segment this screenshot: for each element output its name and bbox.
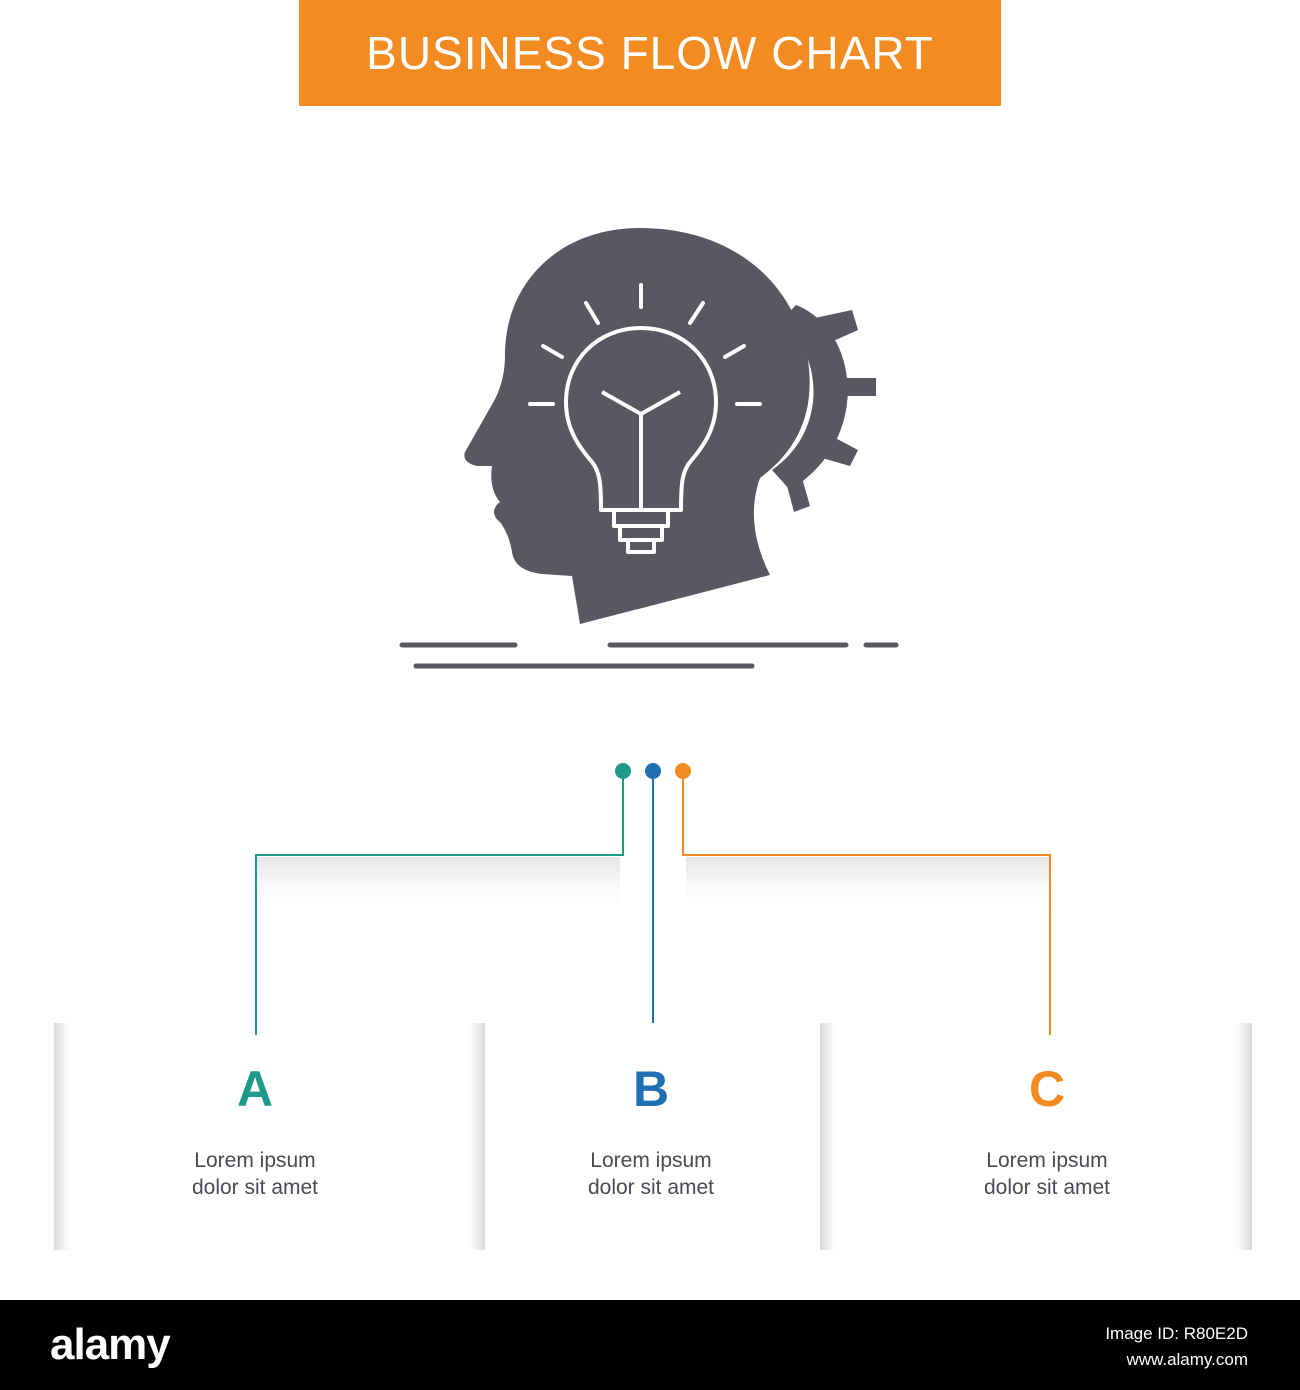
light-rays [528,283,762,406]
step-a-letter: A [236,1061,274,1117]
step-b-line1: Lorem ipsum [590,1149,712,1172]
footer-image-id: Image ID: R80E2D [1105,1324,1248,1343]
branch-line-c [682,779,1051,1035]
branch-line-a [255,779,624,1035]
connector-dot-c [675,763,691,779]
step-box-shadows [54,1023,1252,1250]
lightbulb-icon [564,326,718,554]
flow-diagram [54,228,1252,1250]
step-a-line2: dolor sit amet [191,1176,319,1199]
connector-dot-b [645,763,661,779]
footer-site: www.alamy.com [1126,1350,1248,1369]
step-c-description: Lorem ipsum dolor sit amet [897,1147,1197,1201]
page-title: BUSINESS FLOW CHART [366,27,934,79]
step-c-line2: dolor sit amet [983,1176,1111,1199]
gear-icon [772,305,876,512]
ground-lines [399,642,899,669]
title-banner: BUSINESS FLOW CHART [299,0,1001,106]
step-b-letter: B [632,1061,670,1117]
step-c-line1: Lorem ipsum [986,1149,1108,1172]
step-b-description: Lorem ipsum dolor sit amet [501,1147,801,1201]
step-a-description: Lorem ipsum dolor sit amet [105,1147,405,1201]
step-c-letter: C [1028,1061,1066,1117]
connector-dot-a [615,763,631,779]
watermark-footer: alamy Image ID: R80E2D www.alamy.com [0,1300,1300,1390]
step-b-line2: dolor sit amet [587,1176,715,1199]
head-lightbulb-gear-icon [399,228,899,669]
step-a-line1: Lorem ipsum [194,1149,316,1172]
footer-logo: alamy [50,1320,171,1369]
